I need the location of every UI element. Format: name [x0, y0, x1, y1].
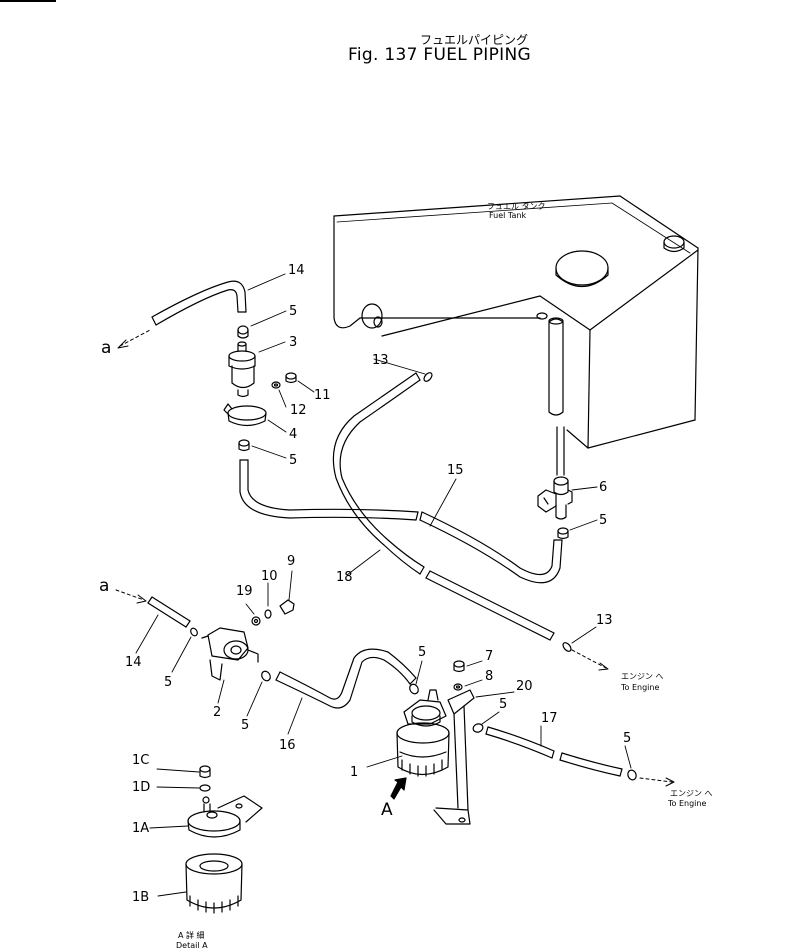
figure-title: Fig. 137 FUEL PIPING: [348, 45, 531, 65]
detail-a-bolt-1C: [199, 765, 211, 779]
hose-17: [485, 726, 623, 777]
label-19: 19: [236, 584, 253, 599]
note-to-engine-en-lower: To Engine: [667, 799, 706, 808]
clamp-5-top: [237, 325, 249, 339]
note-fuel-tank-jp: フュエル タンク: [487, 202, 546, 211]
label-14-low: 14: [125, 655, 142, 670]
label-1A: 1A: [132, 821, 149, 836]
label-7: 7: [485, 649, 493, 664]
label-8: 8: [485, 669, 493, 684]
clamp-5-filter-in: [409, 683, 419, 695]
label-1B: 1B: [132, 890, 149, 905]
hose-16: [275, 648, 417, 709]
clamp-5-end: [627, 769, 637, 781]
detail-a-head-1A: [187, 795, 263, 838]
clamp-5-valve: [557, 527, 569, 540]
band-4: [223, 403, 267, 427]
label-1C: 1C: [132, 753, 149, 768]
label-5-b: 5: [289, 453, 297, 468]
bolt-9: [279, 599, 295, 615]
bolt-7: [453, 660, 465, 673]
marker-a-lower: a: [99, 576, 109, 596]
label-9: 9: [287, 554, 295, 569]
washer-19: [251, 616, 261, 626]
washer-12: [271, 381, 281, 389]
label-14-top: 14: [288, 263, 305, 278]
bolt-11: [285, 372, 297, 384]
label-13-top: 13: [372, 353, 389, 368]
label-1: 1: [350, 765, 358, 780]
label-2: 2: [213, 705, 221, 720]
washer-8: [453, 683, 463, 691]
hose-15: [239, 459, 563, 584]
part-number-labels: 14 5 3 11 12 4 5 13 15 6 5 18 9 10 19 14…: [125, 263, 631, 905]
view-marker-labels: a a A: [99, 338, 393, 820]
bracket-20: [433, 689, 475, 825]
label-11: 11: [314, 388, 331, 403]
label-5-c: 5: [599, 513, 607, 528]
note-to-engine-en-upper: To Engine: [620, 683, 659, 692]
label-16: 16: [279, 738, 296, 753]
clamp-5-lower-left: [190, 627, 198, 637]
label-6: 6: [599, 480, 607, 495]
leader-lines: [135, 273, 632, 897]
label-12: 12: [290, 403, 307, 418]
figure-title-japanese: フュエルパイピング: [420, 33, 529, 47]
fuel-tank: [333, 195, 699, 449]
label-5-d: 5: [164, 675, 172, 690]
note-to-engine-jp-lower: エンジン へ: [670, 789, 713, 798]
clamp-13-low: [562, 642, 572, 652]
hose-18: [332, 372, 555, 641]
label-13-low: 13: [596, 613, 613, 628]
clamp-5-filter-out: [472, 723, 484, 733]
label-10: 10: [261, 569, 278, 584]
label-15: 15: [447, 463, 464, 478]
label-4: 4: [289, 427, 297, 442]
feed-pump-2: [201, 627, 259, 681]
marker-view-A: A: [381, 800, 393, 820]
label-18: 18: [336, 570, 353, 585]
note-fuel-tank-en: Fuel Tank: [489, 211, 526, 220]
detail-a-oring-1D: [199, 784, 211, 792]
clamp-5-pump-out: [261, 670, 271, 682]
label-5-h: 5: [623, 731, 631, 746]
flow-arrows: [115, 329, 675, 787]
clamp-13-top: [423, 372, 433, 382]
detail-a-element-1B: [185, 853, 243, 914]
hose-14-lower: [147, 596, 191, 628]
note-detail-jp: A 詳 細: [178, 930, 205, 940]
view-arrow-A: [390, 777, 407, 800]
label-3: 3: [289, 335, 297, 350]
corner-rule: [0, 0, 56, 2]
tank-outlet-tube: [556, 426, 565, 476]
note-detail-en: Detail A: [176, 941, 208, 950]
label-5-e: 5: [241, 718, 249, 733]
label-1D: 1D: [132, 780, 150, 795]
marker-a-upper: a: [101, 338, 111, 358]
hose-14-top: [151, 280, 247, 326]
washer-10: [264, 609, 272, 619]
label-5-a: 5: [289, 304, 297, 319]
label-5-f: 5: [418, 645, 426, 660]
strainer-3: [228, 341, 256, 398]
cock-6: [537, 476, 573, 520]
label-5-g: 5: [499, 697, 507, 712]
label-20: 20: [516, 679, 533, 694]
note-to-engine-jp-upper: エンジン へ: [621, 672, 664, 681]
label-17: 17: [541, 711, 558, 726]
fuel-filter-1: [396, 689, 450, 777]
clamp-5-mid: [238, 439, 250, 452]
annotation-notes: フュエル タンク Fuel Tank エンジン へ To Engine エンジン…: [176, 202, 713, 950]
